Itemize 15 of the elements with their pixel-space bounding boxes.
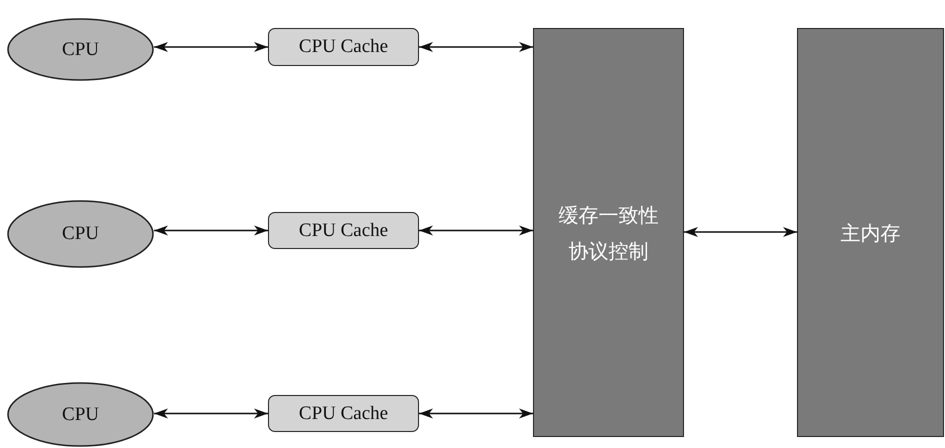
double-arrow [154,42,268,52]
double-arrow [419,42,533,52]
cpu-ellipse: CPU [7,382,154,447]
cache-box: CPU Cache [268,212,419,249]
memory-box: 主内存 [797,28,944,437]
cpu-ellipse: CPU [7,18,154,81]
double-arrow [154,226,268,236]
control-box: 缓存一致性协议控制 [533,28,684,437]
double-arrow [684,227,797,237]
double-arrow [419,408,533,418]
double-arrow [419,226,533,236]
double-arrow [154,408,268,418]
cache-box: CPU Cache [268,395,419,432]
cache-box: CPU Cache [268,28,419,66]
cpu-ellipse: CPU [7,200,154,268]
